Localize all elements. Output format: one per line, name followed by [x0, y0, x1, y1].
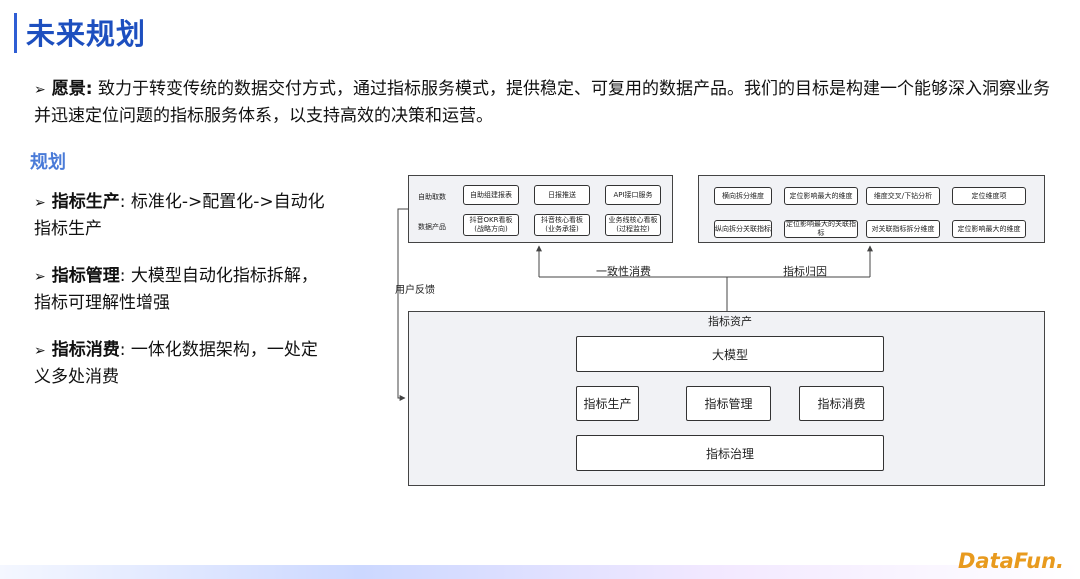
asset-title: 指标资产: [708, 315, 752, 328]
plan-text: 标准化->配置化->自动化 指标生产: [34, 192, 325, 239]
consume-label: 一致性消费: [596, 265, 651, 278]
datafun-logo: DataFun.: [957, 549, 1064, 573]
vision-paragraph: ➢ 愿景: 致力于转变传统的数据交付方式，通过指标服务模式，提供稳定、可复用的数据…: [34, 76, 1059, 129]
box-metric-production: 指标生产: [576, 386, 639, 421]
box-self-report: 自助组建报表: [463, 185, 519, 205]
feedback-label: 用户反馈: [395, 285, 435, 296]
footer-gradient: [0, 565, 1080, 579]
plan-heading: 规划: [30, 152, 66, 173]
box-metric-governance: 指标治理: [576, 435, 884, 471]
vision-text: 致力于转变传统的数据交付方式，通过指标服务模式，提供稳定、可复用的数据产品。我们…: [34, 79, 1050, 126]
box-split-related: 对关联指标拆分维度: [866, 220, 940, 238]
plan-sep: :: [119, 340, 131, 360]
box-metric-management: 指标管理: [686, 386, 771, 421]
bullet-arrow-icon: ➢: [34, 343, 46, 359]
plan-label: 指标生产: [51, 192, 120, 212]
box-locate-related: 定位影响最大的关联指标: [784, 220, 858, 238]
box-biz-board: 业务线核心看板 (过程监控): [605, 214, 661, 236]
box-core-board: 抖音核心看板 (业务承接): [534, 214, 590, 236]
bullet-arrow-icon: ➢: [34, 82, 46, 98]
box-llm: 大模型: [576, 336, 884, 372]
plan-item-management: ➢ 指标管理: 大模型自动化指标拆解，指标可理解性增强: [34, 263, 334, 316]
box-api-service: API接口服务: [605, 185, 661, 205]
bullet-arrow-icon: ➢: [34, 195, 46, 211]
box-horizontal-split: 横向拆分维度: [714, 187, 772, 205]
row-label-self-service: 自助取数: [418, 193, 446, 201]
box-okr-board: 抖音OKR看板 (战略方向): [463, 214, 519, 236]
plan-item-consumption: ➢ 指标消费: 一体化数据架构，一处定义多处消费: [34, 337, 334, 390]
box-cross-drill: 维度交叉/下钻分析: [866, 187, 940, 205]
bullet-arrow-icon: ➢: [34, 269, 46, 285]
plan-item-production: ➢ 指标生产: 标准化->配置化->自动化 指标生产: [34, 189, 334, 242]
box-daily-push: 日报推送: [534, 185, 590, 205]
plan-label: 指标消费: [51, 340, 120, 360]
box-metric-consumption: 指标消费: [799, 386, 884, 421]
title-accent-bar: [14, 13, 17, 53]
attribution-label: 指标归因: [783, 265, 827, 278]
page-title: 未来规划: [26, 17, 147, 51]
box-locate-dimension: 定位影响最大的维度: [784, 187, 858, 205]
plan-sep: :: [119, 266, 131, 286]
plan-sep: :: [119, 192, 131, 212]
box-locate-dimension-2: 定位影响最大的维度: [952, 220, 1026, 238]
box-vertical-split: 纵向拆分关联指标: [714, 220, 772, 238]
row-label-data-product: 数据产品: [418, 223, 446, 231]
plan-text: 一体化数据架构，一处定义多处消费: [34, 340, 318, 387]
plan-text: 大模型自动化指标拆解，指标可理解性增强: [34, 266, 318, 313]
plan-label: 指标管理: [51, 266, 120, 286]
vision-label: 愿景:: [51, 79, 93, 99]
box-locate-dim-item: 定位维度项: [952, 187, 1026, 205]
